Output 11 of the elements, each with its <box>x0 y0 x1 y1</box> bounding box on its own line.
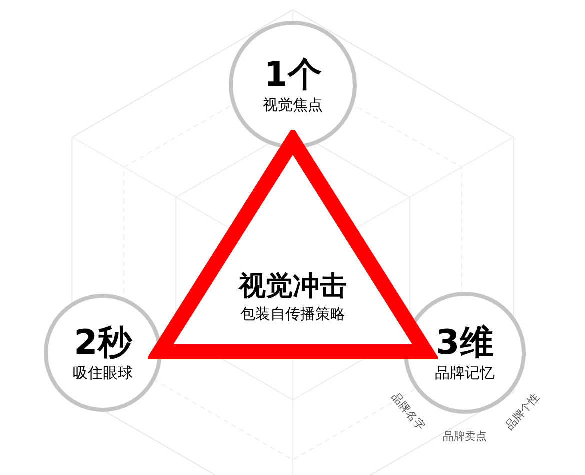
caption-text: 视觉焦点 <box>263 95 323 115</box>
caption-text: 品牌记忆 <box>435 363 495 383</box>
arc-label: 品牌个性 <box>503 390 543 434</box>
number-heading: 2秒 <box>74 323 132 363</box>
title-text: 视觉冲击 <box>239 270 347 304</box>
number-heading: 1个 <box>264 55 322 95</box>
arc-label: 品牌卖点 <box>443 430 487 444</box>
arc-label: 品牌名字 <box>388 390 428 434</box>
subtitle-text: 包装自传播策略 <box>240 304 346 324</box>
number-heading: 3维 <box>436 323 494 363</box>
caption-text: 吸住眼球 <box>73 363 133 383</box>
